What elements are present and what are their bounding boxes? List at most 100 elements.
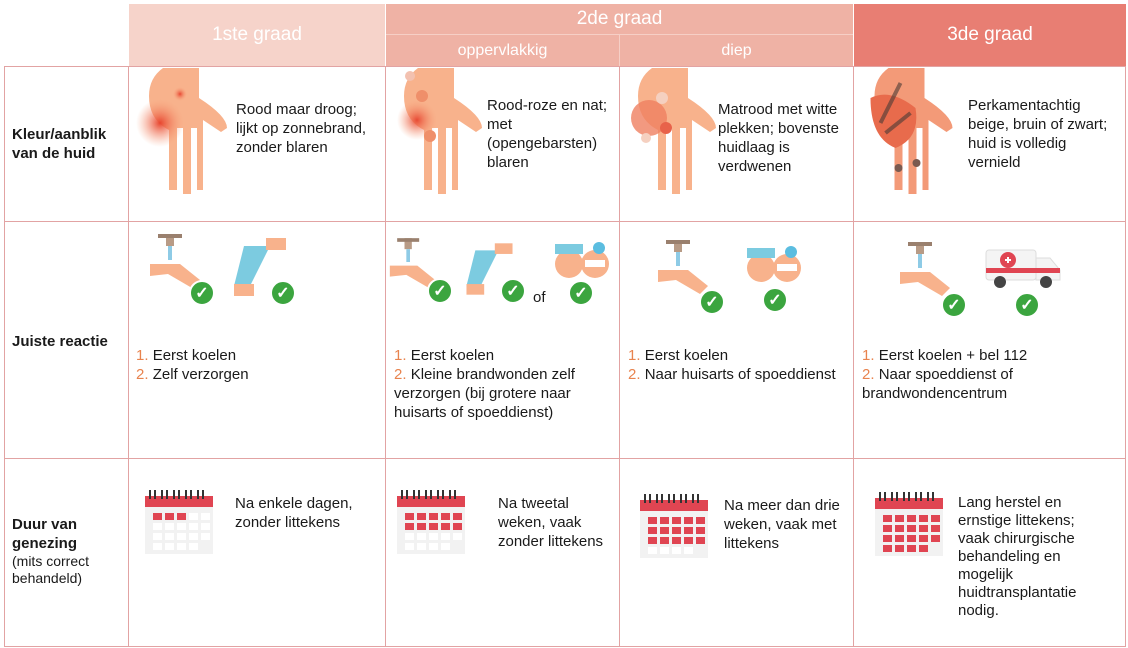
calendar-day-filled bbox=[153, 513, 162, 520]
step-text: Eerst koelen bbox=[152, 347, 237, 364]
header-2de-graad: 2de graad bbox=[386, 4, 853, 34]
header-3de-graad: 3de graad bbox=[854, 4, 1126, 66]
calendar-day-filled bbox=[648, 537, 657, 544]
calendar-day-filled bbox=[453, 523, 462, 530]
cooling-tap-icon bbox=[900, 242, 950, 296]
calendar-day-filled bbox=[684, 537, 693, 544]
calendar-day bbox=[153, 543, 162, 550]
calendar-day bbox=[405, 533, 414, 540]
appearance-text-3: Matrood met witte plekken; bovenste huid… bbox=[718, 101, 839, 175]
calendar-day bbox=[441, 543, 450, 550]
calendar-day-filled bbox=[919, 515, 928, 522]
calendar-day bbox=[177, 543, 186, 550]
doctors-icon bbox=[555, 242, 609, 278]
row-label-reaction: Juiste reactie bbox=[12, 333, 108, 350]
healing-label: Duur van genezing bbox=[12, 516, 78, 552]
calendar-day bbox=[165, 543, 174, 550]
calendar-day-filled bbox=[672, 527, 681, 534]
calendar-day-filled bbox=[441, 513, 450, 520]
step-text: Zelf verzorgen bbox=[152, 366, 249, 383]
calendar-day-filled bbox=[919, 525, 928, 532]
step-text: Kleine brandwonden zelf verzorgen (bij g… bbox=[394, 366, 575, 421]
calendar-day bbox=[660, 547, 669, 554]
grid-line bbox=[128, 66, 129, 646]
grid-line bbox=[1125, 66, 1126, 646]
grid-line bbox=[853, 66, 854, 646]
reaction-step: 2. Naar huisarts of spoeddienst bbox=[628, 365, 848, 384]
reaction-step: 1. Eerst koelen bbox=[394, 346, 616, 365]
cooling-tap-icon bbox=[150, 234, 200, 288]
calendar-day bbox=[429, 543, 438, 550]
calendar-day bbox=[177, 523, 186, 530]
grid-line bbox=[4, 66, 5, 646]
reaction-step: 1. Eerst koelen bbox=[628, 346, 848, 365]
calendar-day-filled bbox=[931, 515, 940, 522]
grid-line bbox=[4, 646, 1126, 647]
step-number: 1. bbox=[394, 347, 407, 364]
step-text: Eerst koelen bbox=[410, 347, 495, 364]
check-icon: ✓ bbox=[270, 280, 296, 306]
check-icon: ✓ bbox=[427, 278, 453, 304]
calendar-day-filled bbox=[417, 513, 426, 520]
reaction-step: 2. Zelf verzorgen bbox=[136, 365, 376, 384]
calendar-day-filled bbox=[441, 523, 450, 530]
grid-line bbox=[4, 66, 1126, 67]
calendar-day bbox=[453, 533, 462, 540]
header-diep: diep bbox=[620, 35, 853, 66]
calendar-day-filled bbox=[895, 545, 904, 552]
reaction-steps-1: 1. Eerst koelen 2. Zelf verzorgen bbox=[136, 346, 376, 384]
step-number: 1. bbox=[628, 347, 641, 364]
calendar-day-filled bbox=[919, 545, 928, 552]
calendar-icon bbox=[397, 490, 465, 554]
hand-illustration-2nd-superficial bbox=[397, 68, 482, 194]
calendar-day-filled bbox=[895, 535, 904, 542]
calendar-day bbox=[201, 523, 210, 530]
calendar-day-filled bbox=[883, 525, 892, 532]
appearance-text-1: Rood maar droog; lijkt op zonnebrand, zo… bbox=[236, 101, 367, 156]
calendar-day-filled bbox=[684, 527, 693, 534]
step-number: 2. bbox=[862, 366, 875, 383]
calendar-day-filled bbox=[931, 525, 940, 532]
calendar-day-filled bbox=[660, 527, 669, 534]
calendar-day bbox=[153, 523, 162, 530]
header-1ste-graad: 1ste graad bbox=[129, 4, 385, 66]
reaction-steps-3: 1. Eerst koelen 2. Naar huisarts of spoe… bbox=[628, 346, 848, 384]
calendar-day bbox=[417, 533, 426, 540]
check-icon: ✓ bbox=[699, 289, 725, 315]
check-icon: ✓ bbox=[941, 292, 967, 318]
healing-text-4: Lang herstel en ernstige littekens; vaak… bbox=[958, 494, 1077, 619]
calendar-day-filled bbox=[696, 517, 705, 524]
header-divider bbox=[386, 34, 853, 35]
step-text: Naar spoeddienst of brandwondencentrum bbox=[862, 366, 1013, 402]
calendar-day bbox=[672, 547, 681, 554]
calendar-day-filled bbox=[919, 535, 928, 542]
calendar-day-filled bbox=[907, 545, 916, 552]
appearance-text-4: Perkamentachtig beige, bruin of zwart; h… bbox=[968, 97, 1108, 171]
row-label-appearance: Kleur/aanblik van de huid bbox=[12, 126, 107, 162]
calendar-day bbox=[189, 523, 198, 530]
calendar-day bbox=[189, 543, 198, 550]
calendar-day bbox=[153, 533, 162, 540]
calendar-day-filled bbox=[405, 523, 414, 530]
reaction-step: 1. Eerst koelen + bel 112 bbox=[862, 346, 1122, 365]
cooling-tap-icon bbox=[389, 238, 436, 288]
calendar-day bbox=[189, 533, 198, 540]
calendar-day bbox=[201, 513, 210, 520]
calendar-day-filled bbox=[883, 515, 892, 522]
calendar-day-filled bbox=[696, 537, 705, 544]
calendar-day-filled bbox=[660, 517, 669, 524]
calendar-day bbox=[405, 543, 414, 550]
hand-illustration-2nd-deep bbox=[631, 68, 716, 194]
grid-line bbox=[619, 66, 620, 646]
appearance-text-2: Rood-roze en nat; met (opengebarsten) bl… bbox=[487, 97, 608, 171]
calendar-day-filled bbox=[417, 523, 426, 530]
check-icon: ✓ bbox=[1014, 292, 1040, 318]
calendar-day-filled bbox=[883, 545, 892, 552]
calendar-day-filled bbox=[696, 527, 705, 534]
doctors-icon bbox=[747, 246, 801, 282]
cooling-tap-icon bbox=[658, 240, 708, 294]
header-oppervlakkig: oppervlakkig bbox=[386, 35, 619, 66]
calendar-day bbox=[165, 523, 174, 530]
check-icon: ✓ bbox=[762, 287, 788, 313]
calendar-day bbox=[165, 533, 174, 540]
